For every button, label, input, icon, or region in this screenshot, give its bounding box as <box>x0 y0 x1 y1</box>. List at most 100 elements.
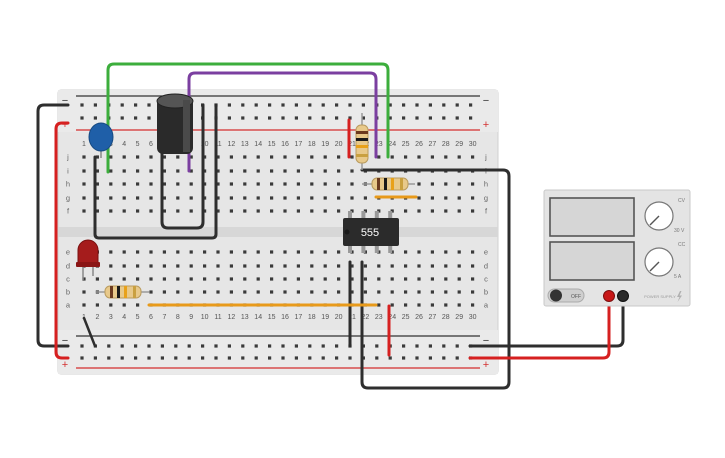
resistor-horizontal-top[interactable] <box>362 177 415 191</box>
breadboard-hole[interactable] <box>444 196 448 200</box>
breadboard-hole[interactable] <box>377 250 381 254</box>
rail-hole[interactable] <box>335 344 339 348</box>
resistor-horizontal-bottom[interactable] <box>96 285 149 299</box>
rail-hole[interactable] <box>120 103 124 107</box>
breadboard-hole[interactable] <box>176 264 180 268</box>
breadboard-hole[interactable] <box>390 277 394 281</box>
breadboard-hole[interactable] <box>283 169 287 173</box>
breadboard-hole[interactable] <box>270 277 274 281</box>
breadboard-hole[interactable] <box>136 264 140 268</box>
breadboard-hole[interactable] <box>296 169 300 173</box>
rail-hole[interactable] <box>455 103 459 107</box>
breadboard-hole[interactable] <box>377 277 381 281</box>
rail-hole[interactable] <box>254 344 258 348</box>
rail-hole[interactable] <box>321 344 325 348</box>
breadboard-hole[interactable] <box>82 155 86 159</box>
breadboard-hole[interactable] <box>323 182 327 186</box>
breadboard-hole[interactable] <box>109 264 113 268</box>
breadboard-hole[interactable] <box>444 264 448 268</box>
breadboard-hole[interactable] <box>283 182 287 186</box>
breadboard-hole[interactable] <box>243 209 247 213</box>
rail-hole[interactable] <box>80 116 84 120</box>
breadboard-hole[interactable] <box>444 155 448 159</box>
rail-hole[interactable] <box>80 356 84 360</box>
breadboard-hole[interactable] <box>176 155 180 159</box>
breadboard-hole[interactable] <box>203 264 207 268</box>
breadboard-hole[interactable] <box>229 250 233 254</box>
breadboard-hole[interactable] <box>122 196 126 200</box>
breadboard-hole[interactable] <box>337 209 341 213</box>
breadboard-hole[interactable] <box>149 290 153 294</box>
breadboard-hole[interactable] <box>417 303 421 307</box>
rail-hole[interactable] <box>134 344 138 348</box>
rail-hole[interactable] <box>308 356 312 360</box>
breadboard-hole[interactable] <box>95 303 99 307</box>
breadboard-hole[interactable] <box>404 303 408 307</box>
breadboard-hole[interactable] <box>430 155 434 159</box>
rail-hole[interactable] <box>428 116 432 120</box>
rail-hole[interactable] <box>428 103 432 107</box>
rail-hole[interactable] <box>214 344 218 348</box>
breadboard-hole[interactable] <box>95 169 99 173</box>
rail-hole[interactable] <box>321 356 325 360</box>
breadboard-hole[interactable] <box>270 290 274 294</box>
rail-hole[interactable] <box>268 356 272 360</box>
wire-black-supply-ground[interactable] <box>468 294 625 348</box>
breadboard-hole[interactable] <box>471 182 475 186</box>
rail-hole[interactable] <box>254 103 258 107</box>
breadboard-hole[interactable] <box>176 169 180 173</box>
wire-purple-top[interactable] <box>187 71 378 173</box>
wire-black-loop-capacitor[interactable] <box>160 103 205 230</box>
breadboard-hole[interactable] <box>189 209 193 213</box>
breadboard-hole[interactable] <box>270 250 274 254</box>
rail-hole[interactable] <box>147 344 151 348</box>
rail-hole[interactable] <box>335 116 339 120</box>
rail-hole[interactable] <box>160 356 164 360</box>
breadboard-hole[interactable] <box>417 277 421 281</box>
rail-hole[interactable] <box>321 116 325 120</box>
breadboard-hole[interactable] <box>176 290 180 294</box>
breadboard-hole[interactable] <box>404 277 408 281</box>
breadboard-hole[interactable] <box>430 182 434 186</box>
rail-hole[interactable] <box>415 356 419 360</box>
breadboard-hole[interactable] <box>350 264 354 268</box>
breadboard-hole[interactable] <box>243 290 247 294</box>
rail-hole[interactable] <box>241 116 245 120</box>
breadboard-hole[interactable] <box>444 277 448 281</box>
rail-hole[interactable] <box>348 103 352 107</box>
breadboard-hole[interactable] <box>203 209 207 213</box>
breadboard-hole[interactable] <box>122 264 126 268</box>
rail-hole[interactable] <box>442 116 446 120</box>
breadboard-hole[interactable] <box>122 277 126 281</box>
breadboard-hole[interactable] <box>216 169 220 173</box>
breadboard-hole[interactable] <box>162 196 166 200</box>
breadboard-hole[interactable] <box>337 277 341 281</box>
breadboard-hole[interactable] <box>109 169 113 173</box>
wire-green-top[interactable] <box>106 62 390 174</box>
breadboard-hole[interactable] <box>310 182 314 186</box>
breadboard-hole[interactable] <box>149 277 153 281</box>
wire-black-diagonal[interactable] <box>82 316 97 348</box>
breadboard-hole[interactable] <box>430 209 434 213</box>
breadboard-hole[interactable] <box>457 209 461 213</box>
breadboard-hole[interactable] <box>122 155 126 159</box>
breadboard-hole[interactable] <box>229 169 233 173</box>
breadboard-hole[interactable] <box>283 277 287 281</box>
breadboard-hole[interactable] <box>95 209 99 213</box>
breadboard-hole[interactable] <box>283 290 287 294</box>
breadboard-hole[interactable] <box>296 290 300 294</box>
rail-hole[interactable] <box>80 103 84 107</box>
breadboard-hole[interactable] <box>430 250 434 254</box>
breadboard-hole[interactable] <box>417 155 421 159</box>
breadboard-hole[interactable] <box>203 196 207 200</box>
rail-hole[interactable] <box>134 103 138 107</box>
breadboard-hole[interactable] <box>243 155 247 159</box>
components[interactable]: 555 <box>76 93 415 299</box>
breadboard-hole[interactable] <box>417 264 421 268</box>
breadboard-hole[interactable] <box>390 290 394 294</box>
rail-hole[interactable] <box>455 116 459 120</box>
breadboard-hole[interactable] <box>350 290 354 294</box>
rail-hole[interactable] <box>107 356 111 360</box>
breadboard-hole[interactable] <box>203 277 207 281</box>
